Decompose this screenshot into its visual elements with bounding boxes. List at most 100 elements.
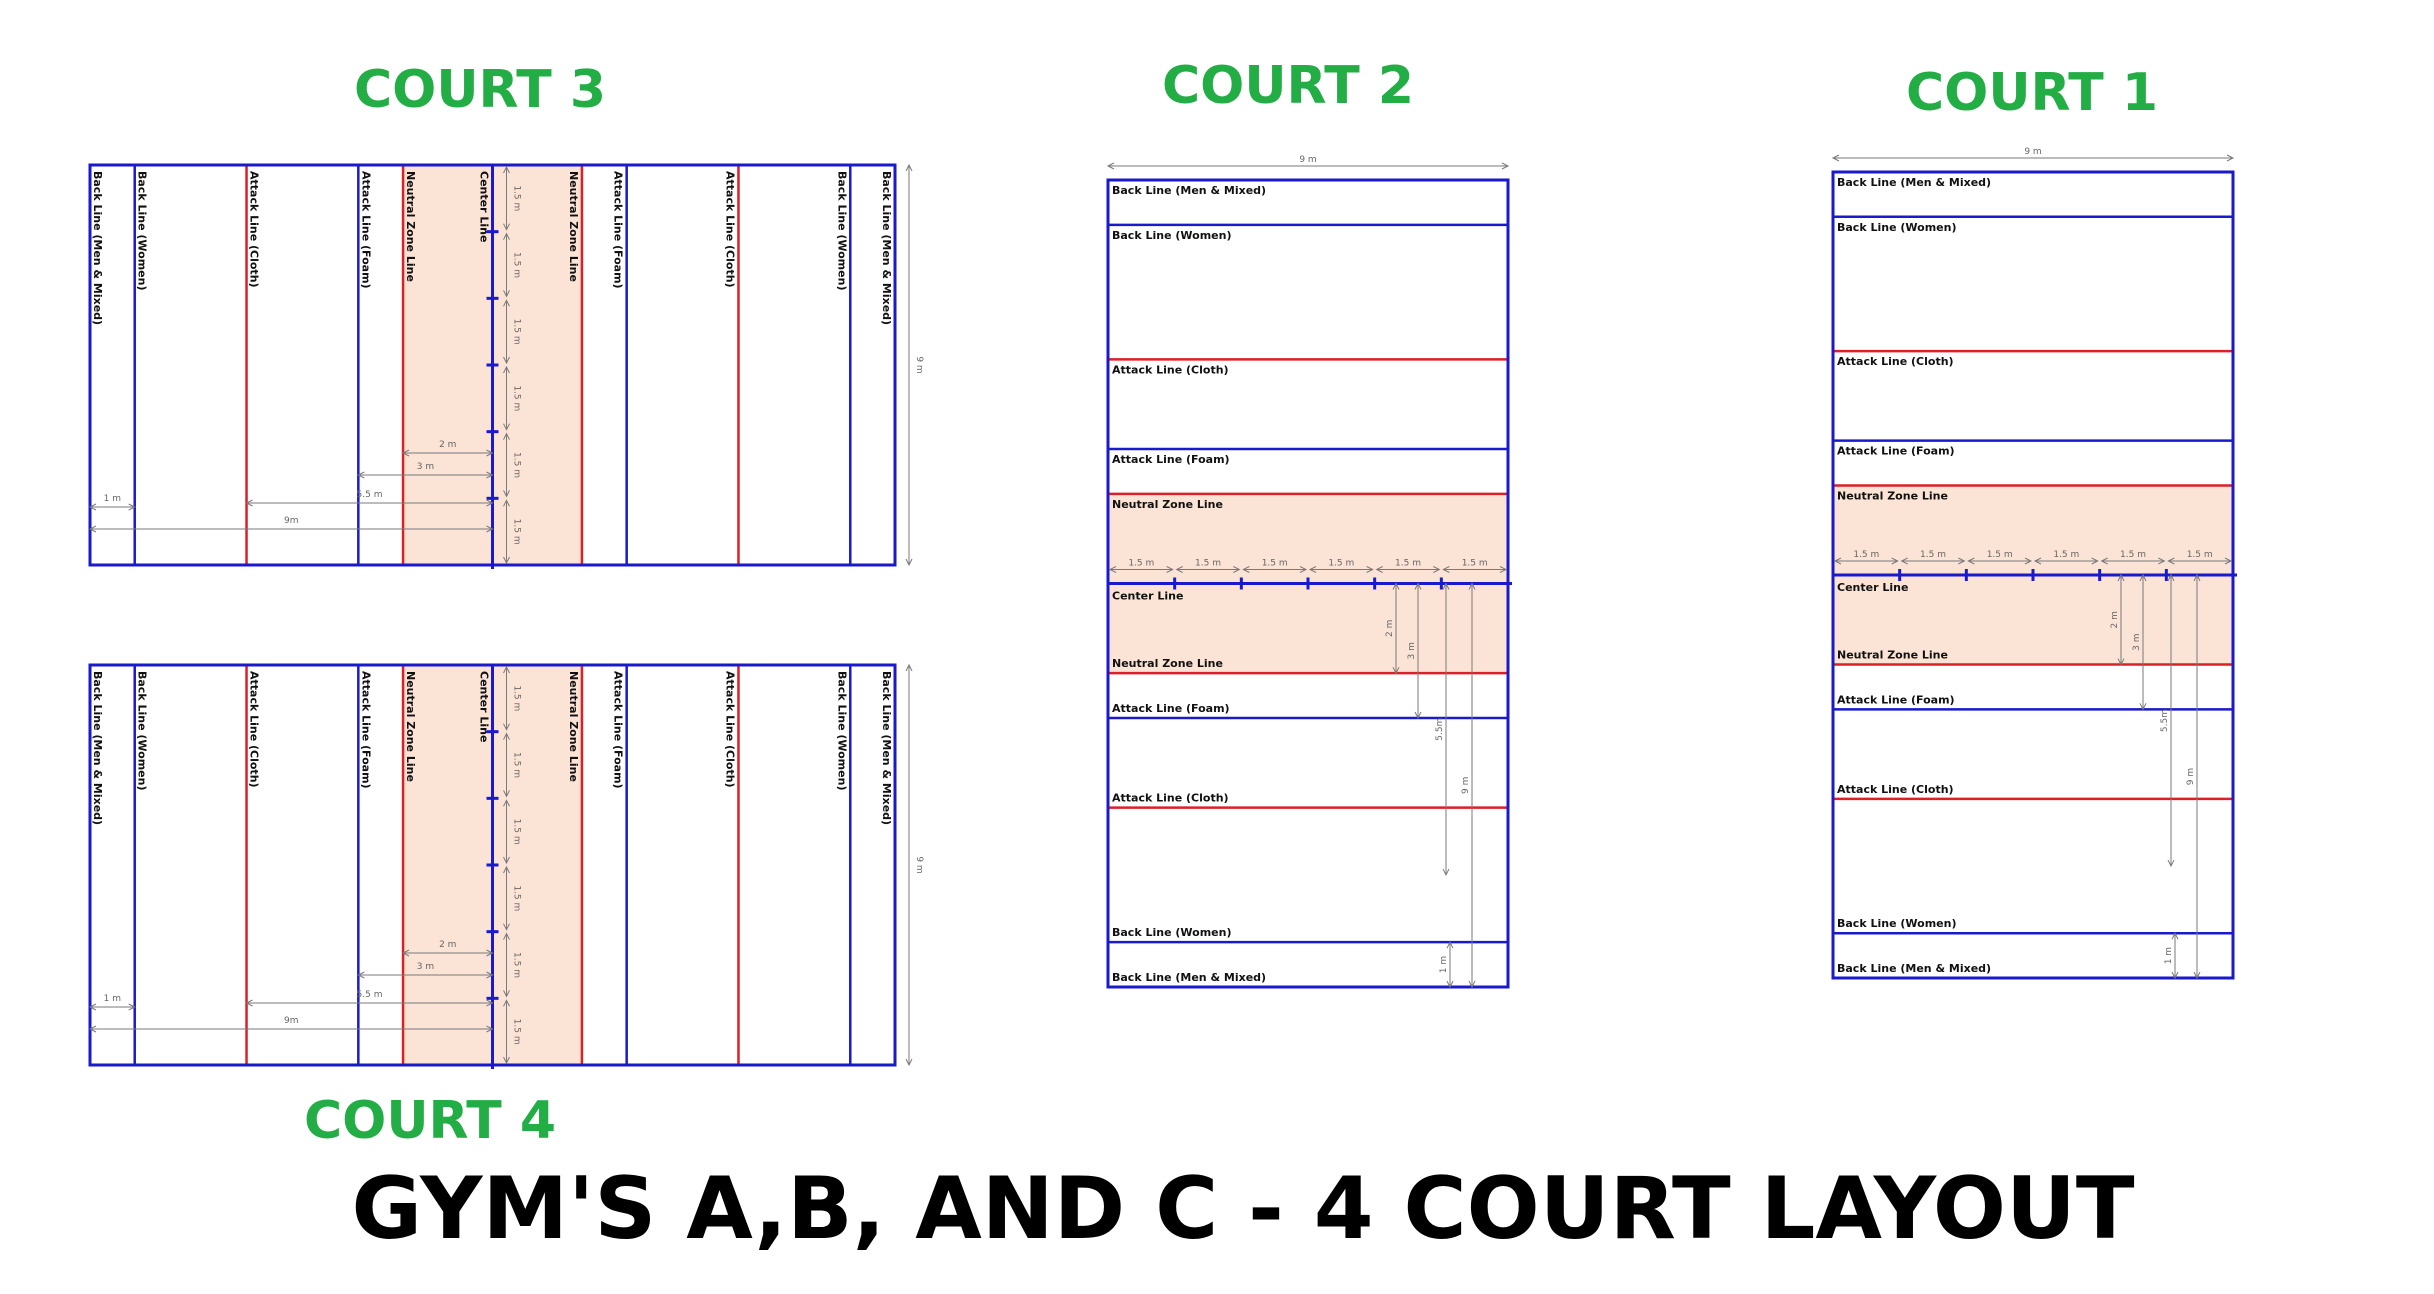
segment-dimension-head-a — [1833, 557, 1842, 565]
back-women-label: Back Line (Women) — [136, 671, 149, 790]
court-2: Back Line (Men & Mixed) Back Line (Women)… — [1106, 155, 1512, 989]
segment-dimension-head-b — [503, 356, 510, 365]
dimension-3m-head-a — [357, 971, 365, 979]
segment-dimension-head-b — [503, 990, 510, 998]
height-dimension-head-b — [905, 558, 913, 567]
segment-dimension-label: 1.5 m — [512, 252, 522, 278]
segment-dimension-head-b — [503, 1056, 510, 1065]
dimension-1m-head-b — [128, 1003, 136, 1011]
dimension-1m-head-a — [88, 503, 97, 511]
segment-dimension-head-a — [503, 999, 510, 1007]
dimension-9m-head-a — [88, 1025, 97, 1033]
dimension-1m-label: 1 m — [2164, 947, 2174, 964]
segment-dimension-label: 1.5 m — [1195, 559, 1221, 569]
dimension-2m-head-b — [486, 449, 494, 457]
dimension-1m-label: 1 m — [104, 494, 121, 504]
dimension-9m-head-b — [2193, 971, 2201, 980]
dimension-3m-label: 3 m — [417, 962, 434, 972]
attack-line-foam-label: Attack Line (Foam) — [1112, 453, 1230, 466]
neutral-label: Neutral Zone Line — [404, 171, 417, 282]
segment-dimension-label: 1.5 m — [1920, 550, 1946, 560]
dimension-2m-head-a — [401, 949, 410, 957]
segment-dimension-label: 1.5 m — [1128, 559, 1154, 569]
court-2-title: COURT 2 — [1162, 56, 1414, 116]
center-line-label: Center Line — [1837, 581, 1908, 594]
back-men-label: Back Line (Men & Mixed) — [91, 671, 104, 825]
segment-dimension-head-a — [503, 732, 510, 740]
segment-dimension-head-a — [503, 665, 510, 674]
segment-dimension-head-b — [503, 556, 510, 565]
back-women-label: Back Line (Women) — [835, 671, 848, 790]
dimension-1m-label: 1 m — [1439, 956, 1449, 973]
segment-dimension-label: 1.5 m — [512, 519, 522, 545]
segment-dimension-label: 1.5 m — [512, 952, 522, 978]
segment-dimension-head-a — [1108, 566, 1117, 573]
dimension-5-5m-head-b — [2167, 859, 2175, 868]
segment-dimension-head-b — [1433, 566, 1441, 573]
segment-dimension-head-b — [503, 723, 510, 731]
back-men-label: Back Line (Men & Mixed) — [880, 171, 893, 325]
dimension-5-5m-head-b — [486, 499, 494, 507]
dimension-5-5m-head-a — [245, 999, 253, 1007]
court-border — [88, 163, 897, 567]
segment-dimension-label: 1.5 m — [2053, 550, 2079, 560]
neutral-zone-line-label: Neutral Zone Line — [1112, 657, 1223, 670]
dimension-3m-head-b — [1414, 711, 1422, 720]
dimension-9m-head-a — [2193, 573, 2201, 582]
segment-dimension-head-b — [1233, 566, 1241, 573]
court-4: Back Line (Men & Mixed) Back Line (Women)… — [88, 663, 924, 1069]
segment-dimension-head-a — [503, 932, 510, 940]
attack-foam-label: Attack Line (Foam) — [612, 171, 625, 289]
segment-dimension-head-b — [2024, 557, 2033, 565]
dimension-3m-head-a — [357, 471, 365, 479]
dimension-3m-head-b — [486, 471, 494, 479]
attack-line-foam-label: Attack Line (Foam) — [1837, 693, 1955, 706]
segment-dimension-head-a — [1900, 557, 1908, 565]
attack-foam-label: Attack Line (Foam) — [359, 171, 372, 289]
segment-dimension-label: 1.5 m — [512, 885, 522, 911]
segment-dimension-label: 1.5 m — [512, 185, 522, 211]
segment-dimension-head-a — [503, 165, 510, 174]
segment-dimension-head-a — [503, 299, 510, 307]
back-line-men-label: Back Line (Men & Mixed) — [1837, 962, 1991, 975]
dimension-3m-label: 3 m — [2132, 633, 2142, 650]
segment-dimension-head-b — [1958, 557, 1966, 565]
court-border — [1106, 178, 1510, 989]
segment-dimension-head-a — [2167, 557, 2175, 565]
dimension-5-5m-head-b — [1442, 868, 1450, 877]
back-line-men-label: Back Line (Men & Mixed) — [1112, 184, 1266, 197]
height-dimension-head-b — [905, 1058, 913, 1067]
back-line-women-label: Back Line (Women) — [1112, 926, 1231, 939]
dimension-5-5m-label: 5.5m — [2160, 709, 2170, 732]
attack-line-cloth-label: Attack Line (Cloth) — [1837, 355, 1954, 368]
dimension-1m-label: 1 m — [104, 994, 121, 1004]
width-dimension-head-b — [2226, 154, 2235, 162]
width-dimension-label: 9 m — [1299, 155, 1316, 165]
segment-dimension-head-b — [1166, 566, 1174, 573]
segment-dimension-label: 1.5 m — [1395, 559, 1421, 569]
attack-cloth-label: Attack Line (Cloth) — [723, 671, 736, 788]
segment-dimension-head-b — [503, 423, 510, 431]
dimension-9m-head-a — [88, 525, 97, 533]
dimension-9m-head-a — [1468, 582, 1476, 590]
segment-dimension-label: 1.5 m — [512, 452, 522, 478]
segment-dimension-head-b — [503, 790, 510, 798]
center-line-label: Center Line — [1112, 590, 1183, 603]
segment-dimension-head-b — [1891, 557, 1899, 565]
segment-dimension-label: 1.5 m — [1328, 559, 1354, 569]
segment-dimension-label: 1.5 m — [1987, 550, 2013, 560]
dimension-2m-head-a — [2117, 573, 2125, 582]
back-line-women-label: Back Line (Women) — [1112, 229, 1231, 242]
segment-dimension-head-a — [2033, 557, 2042, 565]
segment-dimension-head-a — [1967, 557, 1975, 565]
height-dimension-label: 9 m — [914, 856, 924, 873]
segment-dimension-label: 1.5 m — [1462, 559, 1488, 569]
court-3-title: COURT 3 — [354, 60, 606, 120]
court-1-title: COURT 1 — [1906, 63, 2158, 123]
back-line-men-label: Back Line (Men & Mixed) — [1112, 971, 1266, 984]
dimension-9m-head-b — [1468, 980, 1476, 989]
neutral-zone-line-label: Neutral Zone Line — [1837, 489, 1948, 502]
attack-foam-label: Attack Line (Foam) — [359, 671, 372, 789]
dimension-5-5m-label: 5.5 m — [357, 990, 383, 1000]
dimension-2m-head-a — [401, 449, 410, 457]
